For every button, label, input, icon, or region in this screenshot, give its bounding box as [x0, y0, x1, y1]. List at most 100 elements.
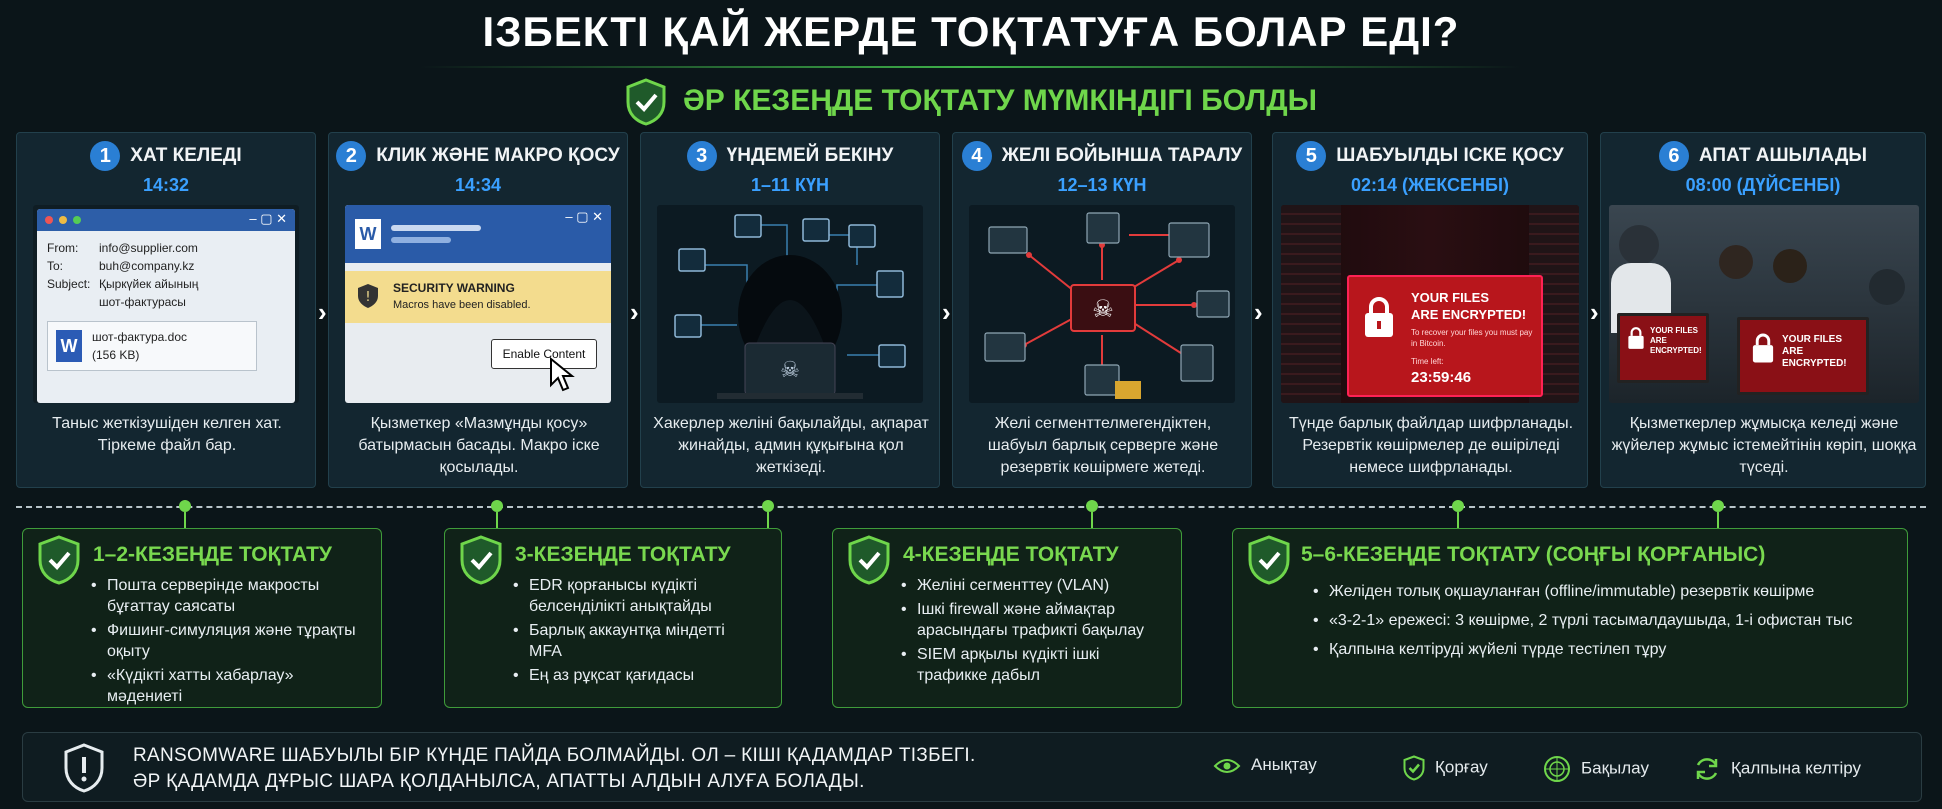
stage-description: Қызметкерлер жұмысқа келеді және жүйелер… [1611, 415, 1917, 476]
timeline-dot [1712, 500, 1724, 512]
attachment[interactable]: W шот-фактура.doc (156 KB) [47, 321, 257, 371]
email-window: – ▢ ✕ From: info@supplier.com To: buh@comp… [37, 209, 295, 403]
stage-number: 1 [90, 141, 121, 171]
chevron-right-icon: › [942, 297, 951, 327]
shield-check-icon [848, 535, 890, 585]
attachment-size: (156 KB) [92, 348, 140, 362]
timeline-stem [184, 512, 186, 528]
lock-icon [1752, 333, 1774, 363]
protection-item: «Күдікті хатты хабарлау» мәдениеті [91, 665, 361, 707]
stage-title: КЛИК ЖӘНЕ МАКРО ҚОСУ [376, 145, 620, 166]
protection-item: Пошта серверінде макросты бұғаттау саяса… [91, 575, 361, 617]
footer-line-1: RANSOMWARE ШАБУЫЛЫ БІР КҮНДЕ ПАЙДА БОЛМА… [133, 745, 976, 766]
protection-box-4: 5–6-КЕЗЕҢДЕ ТОҚТАТУ (СОҢҒЫ ҚОРҒАНЫС) Жел… [1232, 528, 1908, 708]
protection-list: Желіден толық оқшауланған (offline/immut… [1313, 581, 1893, 668]
email-titlebar: – ▢ ✕ [37, 209, 295, 231]
stage-description: Хакерлер желіні бақылайды, ақпарат жинай… [653, 415, 929, 476]
protection-box-1: 1–2-КЕЗЕҢДЕ ТОҚТАТУ Пошта серверінде мак… [22, 528, 382, 708]
stage-title: ХАТ КЕЛЕДІ [130, 145, 242, 166]
timeline-dot [762, 500, 774, 512]
protection-title: 1–2-КЕЗЕҢДЕ ТОҚТАТУ [93, 543, 332, 566]
timeline-stem [1457, 512, 1459, 530]
lock-icon [1628, 327, 1644, 349]
stage-card-6: 6 АПАТ АШЫЛАДЫ 08:00 (ДҮЙСЕНБІ) YOUR FILE… [1600, 132, 1926, 488]
email-subject: Қыркүйек айының шот-фактурасы [99, 277, 199, 309]
window-controls-icon: – ▢ ✕ [565, 209, 603, 224]
protection-item: Ішкі firewall және аймақтар арасындағы т… [901, 599, 1151, 641]
eye-icon [1213, 758, 1241, 773]
mouse-cursor-icon [550, 357, 575, 392]
stage-title: АПАТ АШЫЛАДЫ [1698, 145, 1868, 166]
protection-item: Фишинг-симуляция және тұрақты оқыту [91, 620, 361, 662]
screen-line-1: YOUR FILES [1782, 334, 1843, 345]
network-spread-illustration: ☠ [969, 205, 1235, 403]
legend-protect: Қорғау [1403, 755, 1488, 781]
legend-monitor: Бақылау [1543, 755, 1649, 783]
stage-time: 08:00 (ДҮЙСЕНБІ) [1685, 175, 1841, 195]
from-label: From: [47, 241, 79, 255]
radar-icon [1544, 756, 1570, 782]
chevron-right-icon: › [1590, 297, 1599, 327]
shield-check-icon [460, 535, 502, 585]
protection-title: 4-КЕЗЕҢДЕ ТОҚТАТУ [903, 543, 1119, 566]
title-placeholder [391, 225, 481, 231]
stage-description: Желі сегменттелмегендіктен, шабуыл барлы… [987, 415, 1219, 476]
footer-message: RANSOMWARE ШАБУЫЛЫ БІР КҮНДЕ ПАЙДА БОЛМА… [133, 743, 976, 795]
stage-number: 3 [686, 141, 717, 171]
footer-banner: RANSOMWARE ШАБУЫЛЫ БІР КҮНДЕ ПАЙДА БОЛМА… [22, 732, 1922, 802]
ransom-line-2: ARE ENCRYPTED! [1411, 307, 1527, 322]
shield-warning-icon: ! [358, 284, 378, 308]
timer-label: Time left: [1411, 357, 1444, 366]
email-from: info@supplier.com [99, 241, 198, 255]
hacker-illustration: ☠ [657, 205, 923, 403]
screen-line-1: YOUR FILES [1650, 326, 1699, 335]
screen-line-2: ARE ENCRYPTED! [1650, 336, 1702, 355]
stage-number: 6 [1658, 141, 1689, 171]
legend-label: Қалпына келтіру [1731, 758, 1862, 778]
title-divider [420, 66, 1520, 68]
window-controls-icon: – ▢ ✕ [249, 211, 287, 226]
shield-check-icon [626, 78, 666, 126]
timeline-line [16, 506, 1926, 508]
ransom-line-1: YOUR FILES [1411, 290, 1490, 305]
footer-line-2: ӘР ҚАДАМДА ДҰРЫС ШАРА ҚОЛДАНЫЛСА, АПАТТЫ… [133, 771, 865, 792]
protection-title: 3-КЕЗЕҢДЕ ТОҚТАТУ [515, 543, 731, 566]
protection-item: SIEM арқылы күдікті ішкі трафикке дабыл [901, 644, 1151, 686]
shield-alert-icon [64, 743, 104, 793]
shield-check-icon [1403, 755, 1425, 781]
email-to: buh@company.kz [99, 259, 195, 273]
timeline-stem [1091, 512, 1093, 530]
protection-list: Желіні сегменттеу (VLAN) Ішкі firewall ж… [901, 575, 1151, 689]
to-label: To: [47, 259, 64, 273]
lock-icon [1365, 297, 1393, 337]
subtitle-text: ӘР КЕЗЕҢДЕ ТОҚТАТУ МҮМКІНДІГІ БОЛДЫ [682, 83, 1318, 117]
stage-time: 02:14 (ЖЕКСЕНБІ) [1351, 175, 1509, 195]
stage-time: 1–11 КҮН [750, 175, 830, 195]
protection-list: Пошта серверінде макросты бұғаттау саяса… [91, 575, 361, 710]
stage-description: Түнде барлық файлдар шифрланады. Резервт… [1288, 415, 1574, 476]
person-head [1869, 269, 1905, 305]
enable-content-button[interactable]: Enable Content [491, 339, 597, 369]
word-doc-icon: W [56, 330, 82, 362]
network-spread-graphic: ☠ [984, 212, 1230, 399]
stage-number: 5 [1296, 141, 1327, 171]
stage-number: 4 [961, 141, 992, 171]
page-title: ІЗБЕКТІ ҚАЙ ЖЕРДЕ ТОҚТАТУҒА БОЛАР ЕДІ? [482, 8, 1460, 55]
stage-time: 14:34 [454, 175, 502, 195]
minimize-dot-icon [59, 216, 67, 224]
legend-recover: Қалпына келтіру [1693, 755, 1861, 783]
protection-box-2: 3-КЕЗЕҢДЕ ТОҚТАТУ EDR қорғанысы күдікті … [444, 528, 782, 708]
page-subtitle: ӘР КЕЗЕҢДЕ ТОҚТАТУ МҮМКІНДІГІ БОЛДЫ [0, 78, 1942, 126]
subject-label: Subject: [47, 277, 91, 291]
protection-item: Желіні сегменттеу (VLAN) [901, 575, 1151, 596]
protection-item: Ең аз рұқсат қағидасы [513, 665, 753, 686]
email-window-illustration: – ▢ ✕ From: info@supplier.com To: buh@comp… [33, 205, 299, 403]
timeline-stem [496, 512, 498, 530]
